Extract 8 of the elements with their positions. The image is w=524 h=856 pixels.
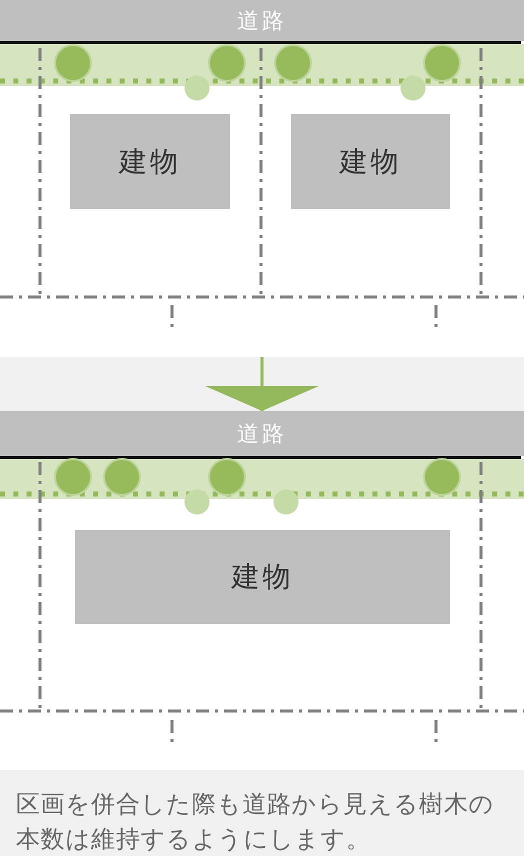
arrow bbox=[205, 357, 319, 411]
road-band: 道路 bbox=[0, 0, 524, 41]
building-block: 建物 bbox=[291, 114, 450, 209]
building-block: 建物 bbox=[70, 114, 230, 209]
building-block: 建物 bbox=[75, 530, 450, 624]
plan-panel bbox=[0, 0, 524, 357]
plan-panel bbox=[0, 411, 524, 770]
road-band: 道路 bbox=[0, 411, 524, 456]
